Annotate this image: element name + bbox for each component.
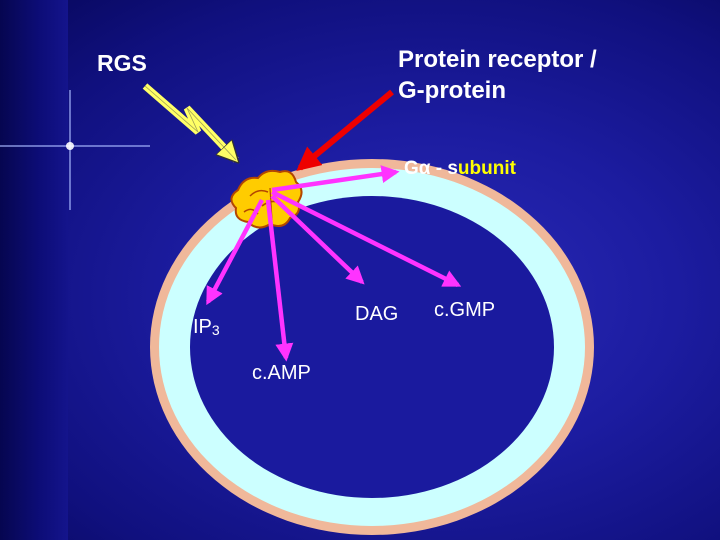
subunit-label-highlight: ubunit [457,158,516,179]
ip3-label-sub: 3 [211,322,220,338]
cgmp-arrow [270,189,462,288]
rgs-arrow [142,83,236,160]
camp-arrow [265,199,294,362]
receptor-label: Protein receptor / G-protein [398,44,597,106]
left-stripe [0,0,68,540]
subunit-label: Gα - subunit [404,158,516,180]
cell-membrane [150,159,594,535]
ip3-arrow [206,198,264,306]
receptor-arrow [296,89,394,172]
lens-flare [0,90,150,210]
camp-label: c.AMP [252,362,311,384]
protein-receptor-blob [230,169,303,229]
receptor-label-line2: G-protein [398,77,506,104]
ip3-label: IP3 [193,316,220,339]
rgs-label: RGS [97,50,147,76]
ip3-label-main: IP [193,316,212,338]
dag-label: DAG [355,303,399,325]
cgmp-label: c.GMP [434,299,496,321]
subunit-label-prefix: Gα - s [404,158,458,179]
dag-arrow [270,194,365,285]
receptor-label-line1: Protein receptor / [398,46,597,73]
subunit-arrow [271,165,400,193]
